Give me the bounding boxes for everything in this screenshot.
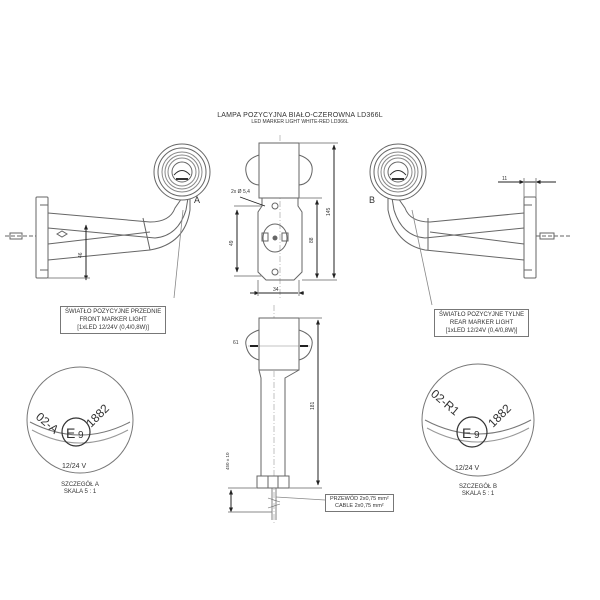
detail-a-voltage: 12/24 V: [62, 463, 86, 470]
drawing-title: LAMPA POZYCYJNA BIAŁO-CZEROWNA LD366L LE…: [150, 112, 450, 125]
front-callout-line1: ŚWIATŁO POZYCYJNE PRZEDNIE: [65, 309, 162, 315]
dim-181: 181: [310, 401, 316, 410]
dim-11: 11: [502, 176, 507, 182]
rear-callout-line2: REAR MARKER LIGHT: [449, 320, 514, 326]
detail-a-caption-title: SZCZEGÓŁ A: [61, 482, 99, 488]
hole-note: 2x Ø 5,4: [231, 189, 250, 195]
front-callout-line2: FRONT MARKER LIGHT: [79, 317, 147, 323]
detail-a-mark-number: 9: [78, 430, 84, 441]
rear-callout-line1: ŚWIATŁO POZYCYJNE TYLNE: [439, 312, 525, 318]
detail-a-caption-scale: SKALA 5 : 1: [63, 489, 97, 495]
view-label-a: A: [194, 195, 200, 205]
front-light-callout: ŚWIATŁO POZYCYJNE PRZEDNIE FRONT MARKER …: [60, 306, 167, 334]
front-view: [234, 135, 338, 300]
detail-b-caption-scale: SKALA 5 : 1: [461, 491, 495, 497]
dim-450: 450 ± 10: [225, 452, 230, 470]
view-label-b: B: [369, 195, 375, 205]
detail-b-mark-number: 9: [474, 430, 480, 441]
detail-a-caption: SZCZEGÓŁ A SKALA 5 : 1: [50, 482, 110, 496]
cable-callout: PRZEWÓD 2x0,75 mm² CABLE 2x0,75 mm²: [325, 494, 394, 512]
dim-88: 88: [309, 237, 315, 243]
detail-a-view: [26, 366, 134, 474]
detail-b-mark: E: [462, 425, 471, 441]
dim-34: 34: [273, 287, 279, 293]
dim-49: 49: [229, 240, 235, 246]
right-side-view: [369, 143, 570, 306]
cable-callout-line2: CABLE 2x0,75 mm²: [335, 503, 384, 509]
detail-b-voltage: 12/24 V: [455, 465, 479, 472]
rear-light-callout: ŚWIATŁO POZYCYJNE TYLNE REAR MARKER LIGH…: [434, 309, 530, 337]
dim-46: 46: [78, 252, 84, 258]
detail-b-caption: SZCZEGÓŁ B SKALA 5 : 1: [448, 484, 508, 498]
detail-b-view: [421, 363, 535, 477]
dim-145: 145: [326, 207, 332, 216]
rear-callout-line3: [1xLED 12/24V (0,4/0,8W)]: [445, 328, 518, 334]
detail-a-mark: E: [66, 425, 75, 441]
left-side-view: [5, 143, 211, 299]
cable-callout-line1: PRZEWÓD 2x0,75 mm²: [330, 496, 389, 502]
dim-61: 61: [233, 340, 239, 346]
side-view: [228, 305, 326, 525]
title-polish: LAMPA POZYCYJNA BIAŁO-CZEROWNA LD366L: [217, 112, 383, 119]
title-english: LED MARKER LIGHT WHITE-RED LD366L: [251, 119, 349, 125]
detail-b-caption-title: SZCZEGÓŁ B: [458, 484, 497, 490]
front-callout-line3: [1xLED 12/24V (0,4/0,8W)]: [77, 325, 149, 331]
